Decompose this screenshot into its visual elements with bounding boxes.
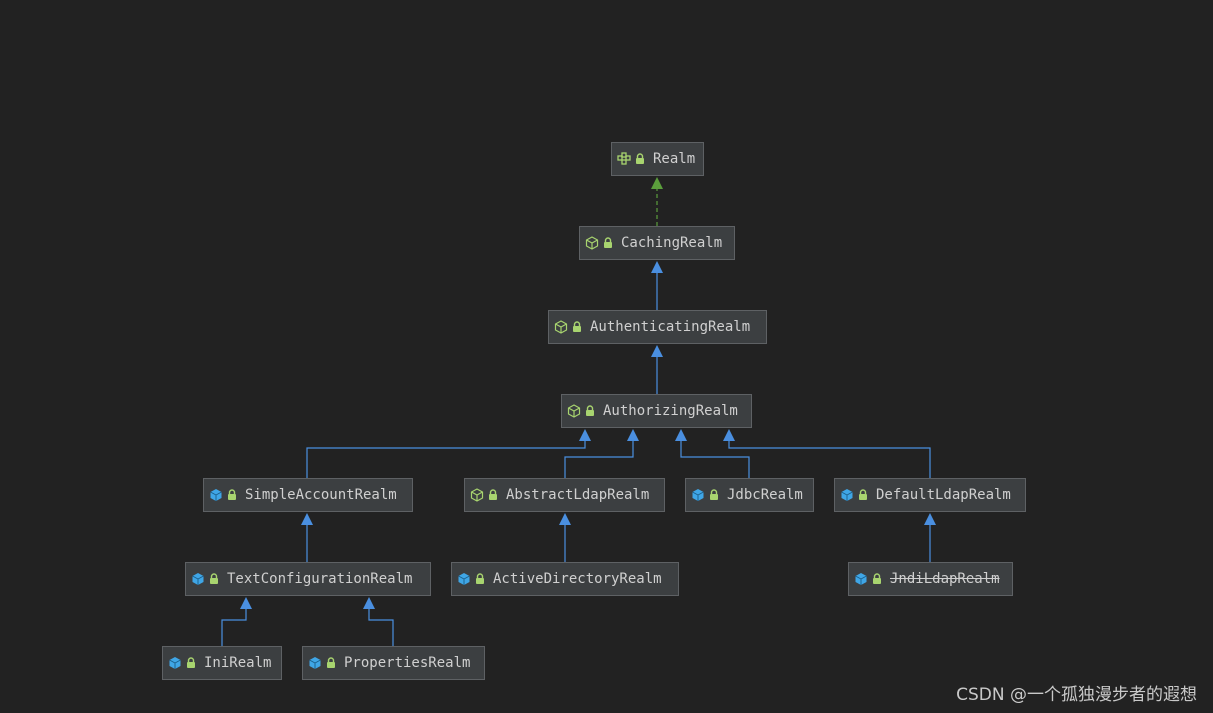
edge-authorizing-to-authenticating: [651, 345, 663, 394]
arrowhead: [675, 429, 687, 441]
node-label: AuthenticatingRealm: [590, 319, 751, 335]
lock-icon: [603, 237, 613, 249]
arrowhead: [723, 429, 735, 441]
node-realm[interactable]: Realm: [611, 142, 704, 176]
node-label: CachingRealm: [621, 235, 723, 251]
lock-icon: [709, 489, 719, 501]
edge-jndildap-to-defaultldap: [924, 513, 936, 562]
arrowhead: [924, 513, 936, 525]
node-jdbc-realm[interactable]: JdbcRealm: [685, 478, 814, 512]
node-default-ldap-realm[interactable]: DefaultLdapRealm: [834, 478, 1026, 512]
edge-simpleaccount-to-authorizing: [306, 429, 591, 478]
arrowhead: [627, 429, 639, 441]
node-label: JdbcRealm: [727, 487, 803, 503]
node-label: AbstractLdapRealm: [506, 487, 650, 503]
node-active-directory-realm[interactable]: ActiveDirectoryRealm: [451, 562, 679, 596]
lock-icon: [326, 657, 336, 669]
edge-defaultldap-to-authorizing: [723, 429, 931, 478]
class-icon: [168, 656, 182, 670]
arrowhead: [559, 513, 571, 525]
node-label: PropertiesRealm: [344, 655, 471, 671]
abstract-class-icon: [470, 488, 484, 502]
watermark: CSDN @一个孤独漫步者的遐想: [956, 685, 1197, 705]
lock-icon: [585, 405, 595, 417]
node-simple-account-realm[interactable]: SimpleAccountRealm: [203, 478, 413, 512]
edge-activedirectory-to-abstractldap: [559, 513, 571, 562]
lock-icon: [475, 573, 485, 585]
node-label: SimpleAccountRealm: [245, 487, 397, 503]
class-icon: [308, 656, 322, 670]
node-label: Realm: [653, 151, 696, 167]
class-icon: [840, 488, 854, 502]
abstract-class-icon: [585, 236, 599, 250]
interface-icon: [617, 152, 631, 166]
node-authorizing-realm[interactable]: AuthorizingRealm: [561, 394, 752, 428]
node-text-configuration-realm[interactable]: TextConfigurationRealm: [185, 562, 431, 596]
node-ini-realm[interactable]: IniRealm: [162, 646, 282, 680]
edge-ini-to-textconfig: [221, 597, 252, 646]
arrowhead: [301, 513, 313, 525]
edge-properties-to-textconfig: [363, 597, 394, 646]
node-label: JndiLdapRealm: [890, 571, 1000, 587]
arrowhead: [363, 597, 375, 609]
lock-icon: [227, 489, 237, 501]
arrowhead: [240, 597, 252, 609]
lock-icon: [209, 573, 219, 585]
node-label: DefaultLdapRealm: [876, 487, 1011, 503]
node-caching-realm[interactable]: CachingRealm: [579, 226, 735, 260]
arrowhead: [651, 177, 663, 189]
node-abstract-ldap-realm[interactable]: AbstractLdapRealm: [464, 478, 665, 512]
abstract-class-icon: [567, 404, 581, 418]
abstract-class-icon: [554, 320, 568, 334]
class-icon: [854, 572, 868, 586]
arrowhead: [651, 345, 663, 357]
node-authenticating-realm[interactable]: AuthenticatingRealm: [548, 310, 767, 344]
node-label: AuthorizingRealm: [603, 403, 738, 419]
class-icon: [191, 572, 205, 586]
node-label: IniRealm: [204, 655, 272, 671]
edge-authenticating-to-caching: [651, 261, 663, 310]
lock-icon: [858, 489, 868, 501]
edge-jdbc-to-authorizing: [675, 429, 750, 478]
lock-icon: [635, 153, 645, 165]
node-jndi-ldap-realm[interactable]: JndiLdapRealm: [848, 562, 1013, 596]
lock-icon: [572, 321, 582, 333]
edge-caching-to-realm: [651, 177, 663, 226]
arrowhead: [579, 429, 591, 441]
lock-icon: [488, 489, 498, 501]
class-icon: [691, 488, 705, 502]
class-icon: [457, 572, 471, 586]
arrowhead: [651, 261, 663, 273]
lock-icon: [872, 573, 882, 585]
node-label: ActiveDirectoryRealm: [493, 571, 662, 587]
class-icon: [209, 488, 223, 502]
edge-textconfig-to-simpleaccount: [301, 513, 313, 562]
node-properties-realm[interactable]: PropertiesRealm: [302, 646, 485, 680]
node-label: TextConfigurationRealm: [227, 571, 413, 587]
edge-abstractldap-to-authorizing: [564, 429, 639, 478]
lock-icon: [186, 657, 196, 669]
